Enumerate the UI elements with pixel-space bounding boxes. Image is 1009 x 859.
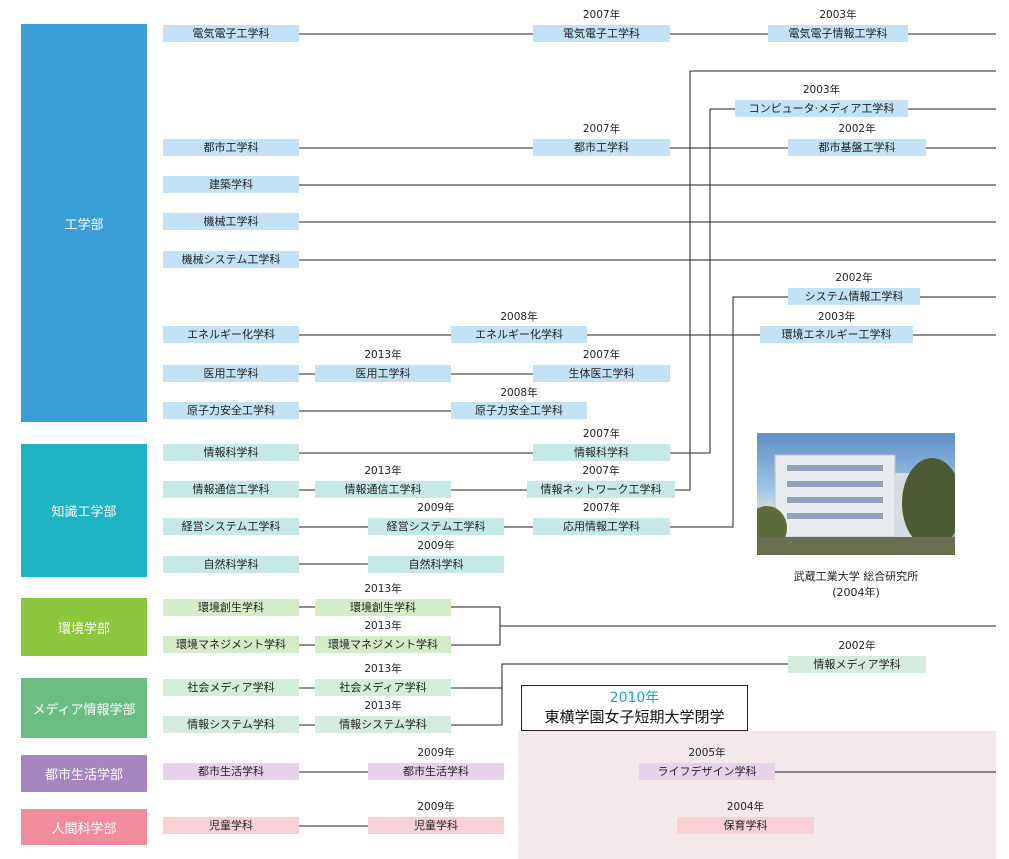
year-label: 2003年 (817, 311, 856, 323)
year-label: 2004年 (726, 801, 765, 813)
year-label: 2009年 (417, 747, 455, 759)
dept-denki: 電気電子工学科 (163, 25, 299, 42)
dept-energy-2008: エネルギー化学科 (451, 326, 587, 343)
photo-caption-year: (2004年) (832, 586, 880, 599)
year-label: 2013年 (364, 465, 402, 477)
year-label: 2009年 (417, 801, 455, 813)
year-label: 2002年 (835, 272, 873, 284)
faculty-kankyo: 環境学部 (21, 598, 147, 656)
dept-keiei: 経営システム工学科 (163, 518, 299, 535)
dept-iyo: 医用工学科 (163, 365, 299, 382)
dept-toshi-kiban-2002: 都市基盤工学科 (788, 139, 926, 156)
dept-kankyo-energy-2003: 環境エネルギー工学科 (760, 326, 913, 343)
dept-hoiku-2004: 保育学科 (677, 817, 814, 834)
year-label: 2008年 (500, 387, 538, 399)
photo-caption: 武蔵工業大学 総合研究所 (793, 570, 919, 583)
year-label: 2009年 (417, 540, 455, 552)
year-label: 2002年 (838, 640, 876, 652)
faculty-chishiki: 知識工学部 (21, 444, 147, 577)
research-institute-photo (757, 433, 955, 555)
year-label: 2007年 (582, 428, 621, 440)
year-label: 2005年 (688, 747, 726, 759)
line-joho-to-computer (670, 108, 735, 454)
dept-joho-tsushin: 情報通信工学科 (163, 481, 299, 498)
year-label: 2003年 (819, 9, 857, 21)
faculty-media: メディア情報学部 (21, 678, 147, 738)
dept-denki-2007: 電気電子工学科 (533, 25, 670, 42)
dept-genshiryoku-2008: 原子力安全工学科 (451, 402, 587, 419)
faculty-kogaku: 工学部 (21, 24, 147, 422)
dept-seitai-2007: 生体医工学科 (533, 365, 670, 382)
dept-joho-system: 情報システム学科 (163, 716, 299, 733)
dept-kenchiku: 建築学科 (163, 176, 299, 193)
dept-kankyo-management: 環境マネジメント学科 (163, 636, 299, 653)
dept-joho-tsushin-2013: 情報通信工学科 (315, 481, 451, 498)
dept-toshi-kogaku-2007: 都市工学科 (533, 139, 670, 156)
year-label: 2013年 (364, 583, 402, 595)
year-label: 2007年 (582, 9, 621, 21)
year-label: 2003年 (802, 84, 841, 96)
dept-genshiryoku: 原子力安全工学科 (163, 402, 299, 419)
dept-energy: エネルギー化学科 (163, 326, 299, 343)
line-media-up (501, 663, 788, 688)
dept-life-design-2005: ライフデザイン学科 (639, 763, 775, 780)
dept-jido: 児童学科 (163, 817, 299, 834)
dept-shizen-2009: 自然科学科 (368, 556, 504, 573)
dept-kankyo-management-2013: 環境マネジメント学科 (315, 636, 451, 653)
faculty-ningen: 人間科学部 (21, 809, 147, 845)
line-network-to-computer (670, 71, 691, 491)
dept-kankyo-sosei: 環境創生学科 (163, 599, 299, 616)
year-label: 2007年 (582, 123, 621, 135)
year-label: 2013年 (364, 620, 402, 632)
dept-computer-2003: コンピュータ·メディア工学科 (735, 100, 908, 117)
dept-jido-2009: 児童学科 (368, 817, 504, 834)
dept-oyo-joho-2007: 応用情報工学科 (533, 518, 670, 535)
closure-region (518, 731, 996, 859)
year-label: 2002年 (838, 123, 876, 135)
year-label: 2009年 (417, 502, 455, 514)
year-label: 2013年 (364, 663, 402, 675)
dept-system-joho-2002: システム情報工学科 (788, 288, 920, 305)
dept-shakai-media: 社会メディア学科 (163, 679, 299, 696)
year-label: 2013年 (364, 349, 402, 361)
closure-label: 2010年 東横学園女子短期大学閉学 (521, 685, 748, 731)
line-oyo-to-system (670, 296, 788, 528)
year-label: 2007年 (582, 349, 621, 361)
line-kankyo-merge (451, 606, 501, 646)
closure-year: 2010年 (609, 690, 660, 706)
dept-shakai-media-2013: 社会メディア学科 (315, 679, 451, 696)
year-label: 2007年 (582, 465, 620, 477)
dept-joho-kagaku-2007: 情報科学科 (533, 444, 670, 461)
dept-iyo-2013: 医用工学科 (315, 365, 451, 382)
dept-toshi-seikatsu-2009: 都市生活学科 (368, 763, 504, 780)
dept-shizen: 自然科学科 (163, 556, 299, 573)
closure-text: 東横学園女子短期大学閉学 (544, 708, 725, 726)
year-label: 2007年 (582, 502, 621, 514)
line-media-merge (451, 687, 503, 726)
dept-joho-media-2002: 情報メディア学科 (788, 656, 926, 673)
dept-joho-kagaku: 情報科学科 (163, 444, 299, 461)
dept-kankyo-sosei-2013: 環境創生学科 (315, 599, 451, 616)
dept-denki-2003: 電気電子情報工学科 (768, 25, 908, 42)
dept-toshi-seikatsu: 都市生活学科 (163, 763, 299, 780)
dept-toshi-kogaku: 都市工学科 (163, 139, 299, 156)
dept-keiei-2009: 経営システム工学科 (368, 518, 504, 535)
dept-joho-network-2007: 情報ネットワーク工学科 (527, 481, 675, 498)
dept-joho-system-2013: 情報システム学科 (315, 716, 451, 733)
dept-kikai-system: 機械システム工学科 (163, 251, 299, 268)
faculty-toshi-seikatsu: 都市生活学部 (21, 755, 147, 792)
dept-kikai: 機械工学科 (163, 213, 299, 230)
year-label: 2008年 (500, 311, 538, 323)
year-label: 2013年 (364, 700, 402, 712)
